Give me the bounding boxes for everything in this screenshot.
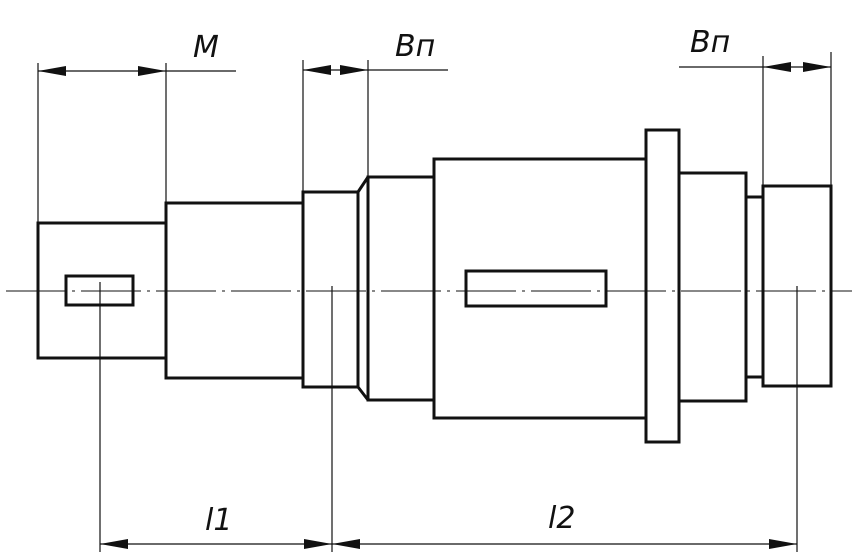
shaft-outline: [36, 128, 833, 444]
chamfer-left: [356, 176, 370, 401]
bottom-extension-lines: [99, 282, 798, 552]
keyway-main: [464, 269, 608, 308]
dim-label-bn-right: Вп: [690, 25, 730, 60]
top-extension-lines: [37, 52, 832, 223]
shaft-spacer: [366, 175, 436, 402]
top-arrows: [38, 62, 831, 76]
dim-label-l1: l1: [205, 503, 232, 538]
dim-label-bn-left: Вп: [395, 29, 435, 64]
bottom-arrows: [100, 539, 797, 549]
dim-label-l2: l2: [548, 501, 575, 536]
shaft-collar: [644, 128, 681, 444]
shaft-groove: [744, 195, 765, 379]
shaft-step-right: [677, 171, 748, 403]
dim-label-m: M: [193, 30, 219, 65]
bearing-seat-left: [301, 190, 360, 389]
